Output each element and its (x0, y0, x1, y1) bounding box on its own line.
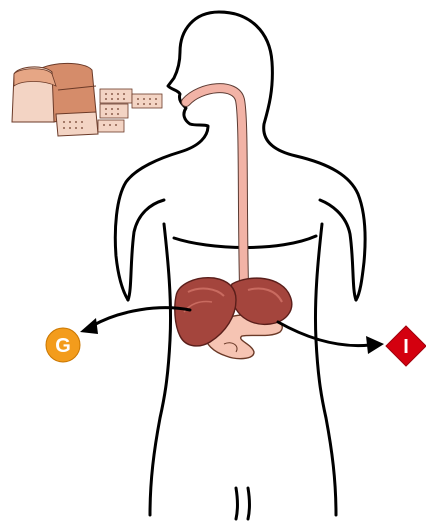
badge-letter-i: I (403, 336, 409, 358)
arrowhead-right (366, 336, 384, 354)
arrow-to-i (278, 322, 370, 346)
arrowhead-left (80, 318, 98, 334)
glucose-badge: G (46, 328, 80, 362)
insulin-badge: I (386, 326, 426, 366)
badge-letter-g: G (55, 335, 71, 357)
bread-icon (12, 63, 162, 136)
esophagus (186, 88, 244, 286)
